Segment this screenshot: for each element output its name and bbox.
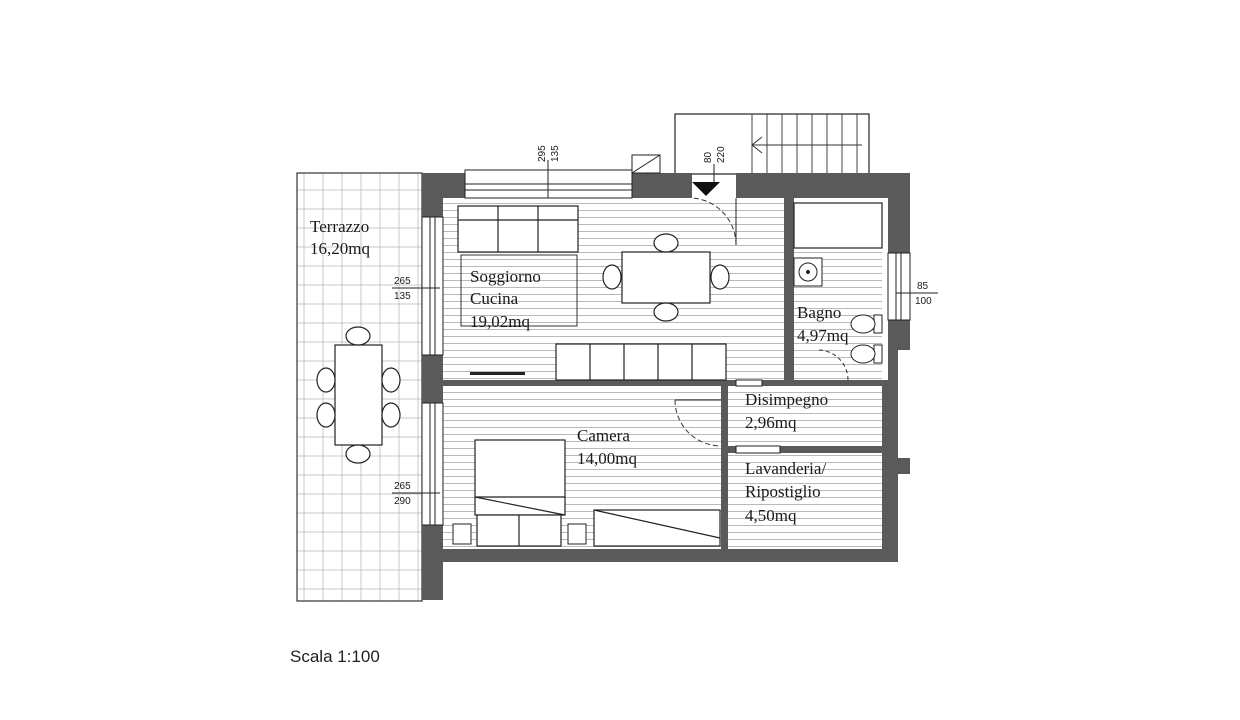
dim-entry-height: 220 [716,146,727,163]
dim-entry-width: 80 [703,151,714,163]
radiator [470,372,525,375]
nightstands [452,523,587,545]
entry-door [691,182,737,246]
bidet [850,344,883,364]
dim-top-width: 295 [537,145,548,162]
terrace-table [316,326,401,464]
wardrobe [476,514,562,547]
ripostiglio-name: Ripostiglio [745,482,821,501]
terrazzo-name: Terrazzo [310,217,369,236]
washbasin [793,257,823,287]
sofa [457,205,579,253]
dim-living-height: 135 [394,291,411,302]
windows [421,154,911,526]
dim-living-width: 265 [394,276,411,287]
bathroom-door [817,349,849,381]
double-bed [474,439,566,516]
dim-bedroom-height: 290 [394,496,411,507]
dim-bath-height: 100 [915,296,932,307]
scale-label: Scala 1:100 [290,647,380,666]
kitchen-counter [555,343,727,381]
lavanderia-name: Lavanderia/ [745,459,826,478]
soggiorno-name: Soggiorno [470,267,541,286]
hall-floor [728,386,882,446]
dresser [593,509,721,547]
dining-table [602,233,730,322]
walls [422,173,910,600]
shower [793,202,883,249]
bagno-name: Bagno [797,303,841,322]
lavanderia-area: 4,50mq [745,506,797,525]
dimension-marker-entry: 80 220 [703,146,727,182]
dimension-marker-living: 265 135 [392,276,440,302]
dim-top-height: 135 [550,145,561,162]
staircase [674,113,870,175]
disimpegno-area: 2,96mq [745,413,797,432]
dimension-marker-top: 295 135 [537,145,561,198]
bagno-area: 4,97mq [797,326,849,345]
dimension-marker-bath: 85 100 [896,281,938,307]
living-rug [460,254,578,327]
bedroom-door [674,399,722,447]
dim-bath-width: 85 [917,281,929,292]
terrazzo-area: 16,20mq [310,239,370,258]
camera-area: 14,00mq [577,449,637,468]
dim-bedroom-width: 265 [394,481,411,492]
camera-name: Camera [577,426,630,445]
disimpegno-name: Disimpegno [745,390,828,409]
cucina-name: Cucina [470,289,519,308]
soggiorno-area: 19,02mq [470,312,530,331]
dimension-marker-bedroom: 265 290 [392,481,440,507]
laundry-floor [728,453,882,549]
toilet [850,314,883,334]
